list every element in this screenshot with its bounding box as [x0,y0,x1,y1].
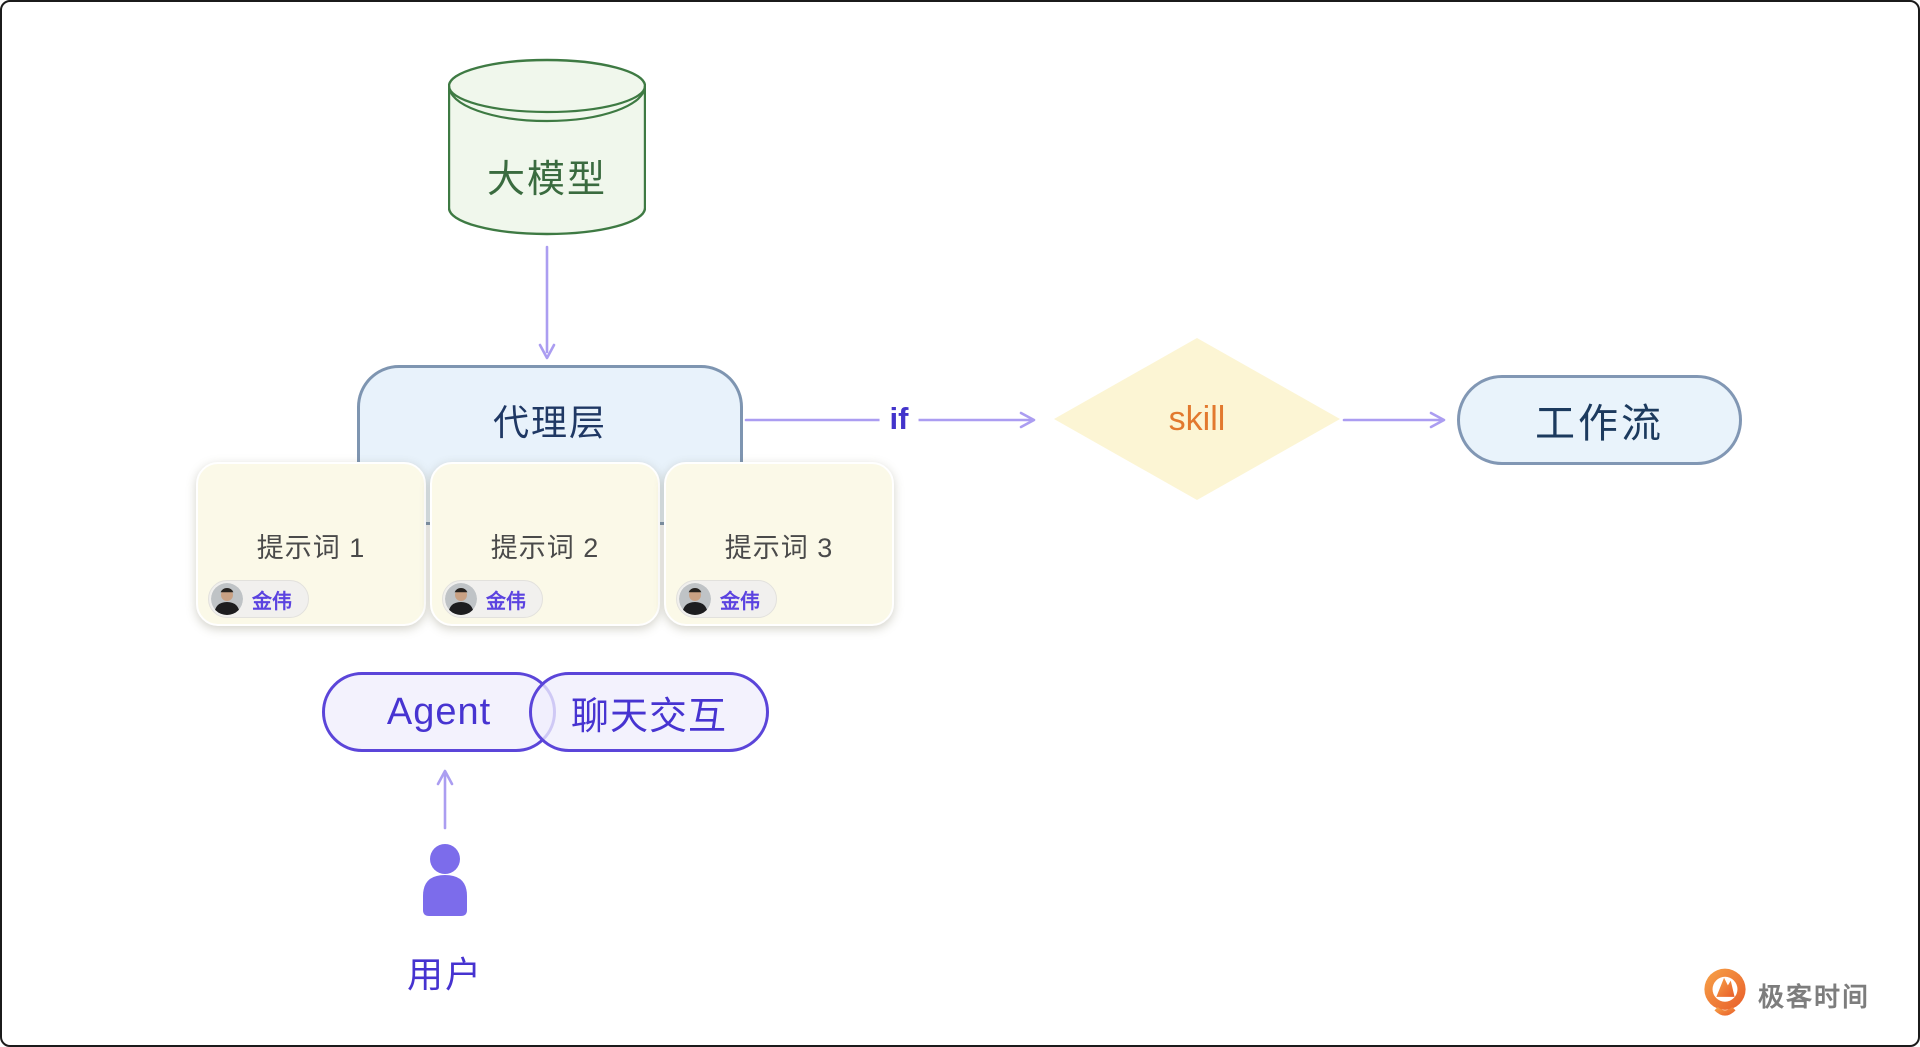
prompt-card-2: 提示词 2 金伟 [430,462,660,626]
prompt-card-title: 提示词 1 [256,533,366,563]
agent-pill: Agent [322,672,556,752]
prompt-card-3: 提示词 3 金伟 [664,462,894,626]
arrow-model-to-agent-layer [538,245,556,360]
model-label: 大模型 [486,159,607,201]
owner-name: 金伟 [486,590,526,613]
geektime-logo-text: 极客时间 [1758,981,1871,1012]
arrow-user-to-agent [436,769,454,830]
owner-badge: 金伟 [676,580,777,618]
chat-interaction-label: 聊天交互 [570,695,727,738]
owner-name: 金伟 [720,590,760,613]
owner-avatar [679,583,711,615]
skill-diamond: skill [1054,338,1340,500]
agent-label: Agent [386,690,492,733]
geektime-logo: 极客时间 [1702,968,1870,1022]
user-icon [423,844,467,916]
owner-badge: 金伟 [208,580,309,618]
owner-avatar [445,583,477,615]
prompt-card-title: 提示词 2 [490,533,600,563]
workflow-label: 工作流 [1535,402,1664,446]
agent-layer-label: 代理层 [492,402,607,443]
skill-label: skill [1168,399,1226,438]
model-cylinder [448,58,646,236]
arrow-skill-to-workflow [1342,411,1446,429]
chat-interaction-pill: 聊天交互 [529,672,769,752]
workflow-node: 工作流 [1457,375,1742,465]
prompt-card-1: 提示词 1 金伟 [196,462,426,626]
owner-avatar [211,583,243,615]
owner-badge: 金伟 [442,580,543,618]
if-condition-label: if [879,401,919,437]
owner-name: 金伟 [252,590,292,613]
geektime-logo-icon [1704,968,1746,1016]
prompt-card-title: 提示词 3 [724,533,834,563]
user-label: 用户 [406,954,483,995]
